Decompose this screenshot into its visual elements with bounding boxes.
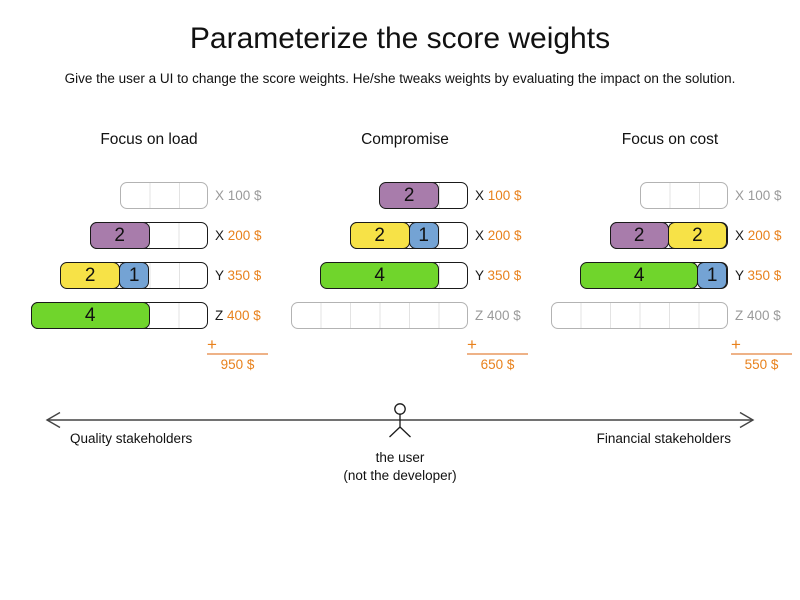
process-size: 4 [374, 264, 385, 286]
computer-name: Y [475, 268, 484, 283]
page-subtitle: Give the user a UI to change the score w… [64, 71, 736, 86]
computer-price: 400 $ [487, 308, 521, 323]
process-size: 2 [114, 224, 125, 246]
process-block: 1 [408, 221, 439, 250]
computer-name: Y [735, 268, 744, 283]
computer-name: X [735, 228, 745, 243]
user-stick-figure-icon [389, 403, 411, 438]
computer-label: Y 350 $ [215, 268, 261, 283]
process-block: 2 [89, 221, 150, 250]
computer-bar: 2 1 [60, 261, 208, 290]
sum-line [207, 353, 268, 355]
process-size: 2 [84, 264, 96, 286]
computer-bar [291, 302, 468, 329]
computer-bar: 4 [320, 261, 468, 290]
process-size: 1 [128, 264, 140, 286]
scenario-title: Focus on cost [621, 131, 719, 148]
page-title: Parameterize the score weights [189, 22, 611, 55]
process-size: 2 [692, 224, 703, 246]
computer-name: Z [215, 308, 224, 323]
computer-bar: 4 1 [580, 261, 728, 290]
computer-price: 400 $ [227, 308, 261, 323]
computer-price: 100 $ [747, 188, 782, 203]
quality-stakeholders-label: Quality stakeholders [70, 431, 193, 446]
process-block: 2 [609, 221, 669, 250]
stakeholder-axis-arrow [45, 403, 755, 438]
total-cost: 950 $ [220, 357, 255, 372]
process-size: 2 [633, 224, 645, 246]
computer-bar: 2 2 [609, 221, 728, 250]
computer-bar: 4 [30, 301, 208, 330]
plus-sign: + [731, 335, 741, 354]
computer-bar: 2 [379, 181, 468, 210]
plus-sign: + [467, 335, 477, 354]
financial-stakeholders-label: Financial stakeholders [596, 431, 731, 446]
sum-line [731, 353, 792, 355]
computer-label: X 200 $ [215, 228, 262, 243]
computer-name: Y [215, 268, 224, 283]
computer-name: Z [475, 308, 484, 323]
computer-label: X 200 $ [475, 228, 522, 243]
computer-label: X 100 $ [735, 188, 782, 203]
process-size: 2 [374, 224, 385, 246]
computer-price: 200 $ [747, 228, 782, 243]
left-arrowhead-icon [45, 411, 61, 429]
computer-label: Y 350 $ [735, 268, 781, 283]
computer-bar [639, 182, 728, 209]
user-label-line1: the user [375, 450, 425, 465]
computer-label: Z 400 $ [215, 308, 261, 323]
computer-price: 100 $ [487, 188, 522, 203]
computer-name: Z [735, 308, 744, 323]
computer-label: Z 400 $ [475, 308, 521, 323]
process-size: 1 [418, 224, 429, 246]
process-size: 1 [706, 264, 718, 286]
process-size: 4 [633, 264, 645, 286]
process-block: 1 [119, 261, 150, 290]
computer-price: 350 $ [747, 268, 782, 283]
computer-label: X 100 $ [215, 188, 262, 203]
process-block: 4 [30, 301, 150, 330]
process-block: 4 [580, 261, 699, 290]
user-label-line2: (not the developer) [343, 468, 457, 483]
process-block: 2 [349, 221, 410, 250]
process-block: 2 [379, 181, 440, 210]
computer-price: 350 $ [487, 268, 522, 283]
computer-label: X 100 $ [475, 188, 522, 203]
right-arrowhead-icon [739, 411, 755, 429]
plus-sign: + [207, 335, 217, 354]
process-block: 2 [60, 261, 121, 290]
total-cost: 650 $ [480, 357, 515, 372]
total-cost: 550 $ [744, 357, 779, 372]
computer-name: X [735, 188, 745, 203]
process-size: 2 [403, 184, 415, 206]
scenario-title: Compromise [361, 131, 449, 148]
computer-price: 100 $ [227, 188, 262, 203]
process-block: 2 [667, 221, 727, 250]
computer-price: 200 $ [487, 228, 522, 243]
computer-bar [119, 182, 208, 209]
computer-price: 200 $ [227, 228, 262, 243]
computer-name: X [215, 188, 225, 203]
scenario-title: Focus on load [100, 131, 198, 148]
process-block: 4 [320, 261, 440, 290]
sum-line [467, 353, 528, 355]
computer-price: 400 $ [747, 308, 781, 323]
computer-label: X 200 $ [735, 228, 782, 243]
computer-bar: 2 [89, 221, 208, 250]
computer-label: Z 400 $ [735, 308, 781, 323]
computer-bar: 2 1 [349, 221, 468, 250]
computer-bar [551, 302, 728, 329]
computer-price: 350 $ [227, 268, 262, 283]
computer-label: Y 350 $ [475, 268, 521, 283]
computer-name: X [475, 228, 485, 243]
computer-name: X [215, 228, 225, 243]
process-size: 4 [84, 304, 96, 326]
computer-name: X [475, 188, 485, 203]
process-block: 1 [697, 261, 727, 290]
